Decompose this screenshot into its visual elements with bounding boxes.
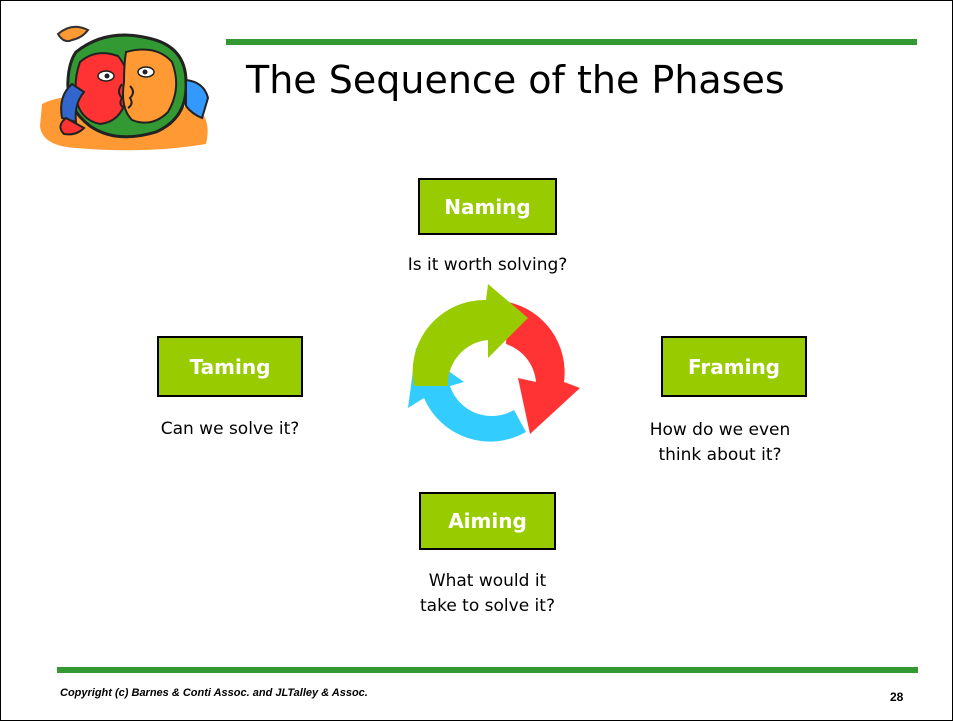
taming-phase-box: Taming: [157, 336, 303, 397]
page-number: 28: [890, 690, 904, 704]
circular-arrows-icon: [408, 284, 580, 442]
naming-caption-line-1: Is it worth solving?: [407, 255, 568, 275]
copyright-text: Copyright (c) Barnes & Conti Assoc. and …: [60, 687, 368, 699]
slide-title: The Sequence of the Phases: [246, 58, 785, 102]
naming-label: Naming: [444, 194, 531, 219]
cycle-green-arrow: [412, 284, 528, 386]
kissing-faces-illustration: [40, 25, 210, 151]
framing-label: Framing: [688, 354, 780, 379]
aiming-caption-line-1: What would it: [428, 571, 547, 591]
aiming-caption-line-2: take to solve it?: [420, 596, 555, 616]
framing-caption: How do we even think about it?: [620, 418, 820, 468]
aiming-caption: What would it take to solve it?: [370, 569, 605, 619]
aiming-phase-box: Aiming: [419, 492, 556, 550]
taming-caption: Can we solve it?: [120, 417, 340, 442]
naming-caption: Is it worth solving?: [360, 253, 615, 278]
taming-label: Taming: [189, 354, 271, 379]
naming-phase-box: Naming: [418, 178, 557, 235]
footer-accent-rule: [57, 667, 918, 673]
cycle-red-arrow: [506, 302, 580, 434]
framing-caption-line-2: think about it?: [658, 445, 782, 465]
aiming-label: Aiming: [448, 509, 527, 533]
title-accent-rule: [226, 39, 917, 45]
framing-phase-box: Framing: [661, 336, 807, 397]
taming-caption-line-1: Can we solve it?: [160, 419, 300, 439]
framing-caption-line-1: How do we even: [649, 420, 791, 440]
